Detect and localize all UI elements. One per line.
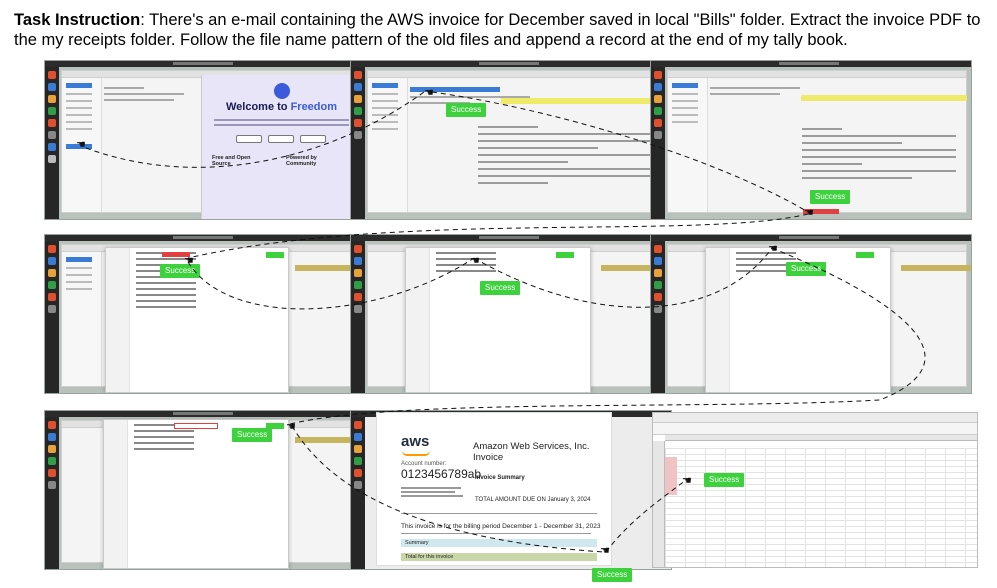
save-dialog: [405, 247, 591, 393]
step-5-screenshot: [350, 234, 672, 394]
cursor-pointer-icon: ☚: [76, 139, 86, 151]
cursor-pointer-icon: ☚: [184, 255, 194, 267]
welcome-col-1: Free and Open Source: [212, 155, 251, 167]
success-badge: Success: [480, 281, 521, 295]
cursor-pointer-icon: ☚: [804, 207, 814, 219]
task-instruction: Task Instruction: There's an e-mail cont…: [14, 10, 984, 50]
aws-invoice-document: aws Amazon Web Services, Inc. Invoice Ac…: [376, 412, 612, 566]
cursor-pointer-icon: ☚: [682, 475, 692, 487]
summary-section: Summary: [401, 539, 597, 547]
success-badge: Success: [232, 428, 273, 442]
top-bar: [45, 61, 365, 67]
dock: [45, 67, 59, 219]
aws-logo: aws: [401, 433, 430, 450]
step-6-screenshot: [650, 234, 972, 394]
cursor-pointer-icon: ☚: [600, 545, 610, 557]
step-4-screenshot: [44, 234, 366, 394]
aws-smile-icon: [402, 451, 430, 456]
billing-period: This invoice is for the billing period D…: [401, 523, 601, 530]
welcome-title: Welcome to Freedom: [225, 101, 338, 113]
account-number: 0123456789ab: [401, 467, 482, 481]
cursor-pointer-icon: ☚: [470, 255, 480, 267]
invoice-title: Amazon Web Services, Inc. Invoice: [473, 441, 590, 463]
instruction-label: Task Instruction: [14, 11, 141, 29]
tally-book-spreadsheet: [652, 412, 978, 568]
freedom-logo: [274, 83, 290, 99]
success-badge: Success: [786, 262, 827, 276]
instruction-text: : There's an e-mail containing the AWS i…: [14, 11, 981, 49]
step-2-screenshot: [350, 60, 672, 220]
step-1-screenshot: Welcome to Freedom Free and Open Source …: [44, 60, 366, 220]
success-badge: Success: [810, 190, 851, 204]
cursor-pointer-icon: ☚: [424, 87, 434, 99]
cursor-pointer-icon: ☚: [286, 421, 296, 433]
welcome-pane: Welcome to Freedom Free and Open Source …: [201, 75, 361, 219]
step-7-screenshot: [44, 410, 366, 570]
welcome-col-2: Powered by Community: [286, 155, 317, 167]
success-badge: Success: [704, 473, 745, 487]
success-badge: Success: [592, 568, 633, 582]
success-badge: Success: [446, 103, 487, 117]
invoice-summary-label: Invoice Summary: [475, 475, 525, 481]
folder-pane: [62, 78, 102, 212]
mail-body: [478, 121, 656, 184]
cursor-pointer-icon: ☚: [768, 243, 778, 255]
save-dialog: [103, 419, 289, 569]
invoice-total-line: TOTAL AMOUNT DUE ON January 3, 2024: [475, 497, 591, 503]
success-badge: Success: [160, 264, 201, 278]
total-section: Total for this invoice: [401, 553, 597, 561]
